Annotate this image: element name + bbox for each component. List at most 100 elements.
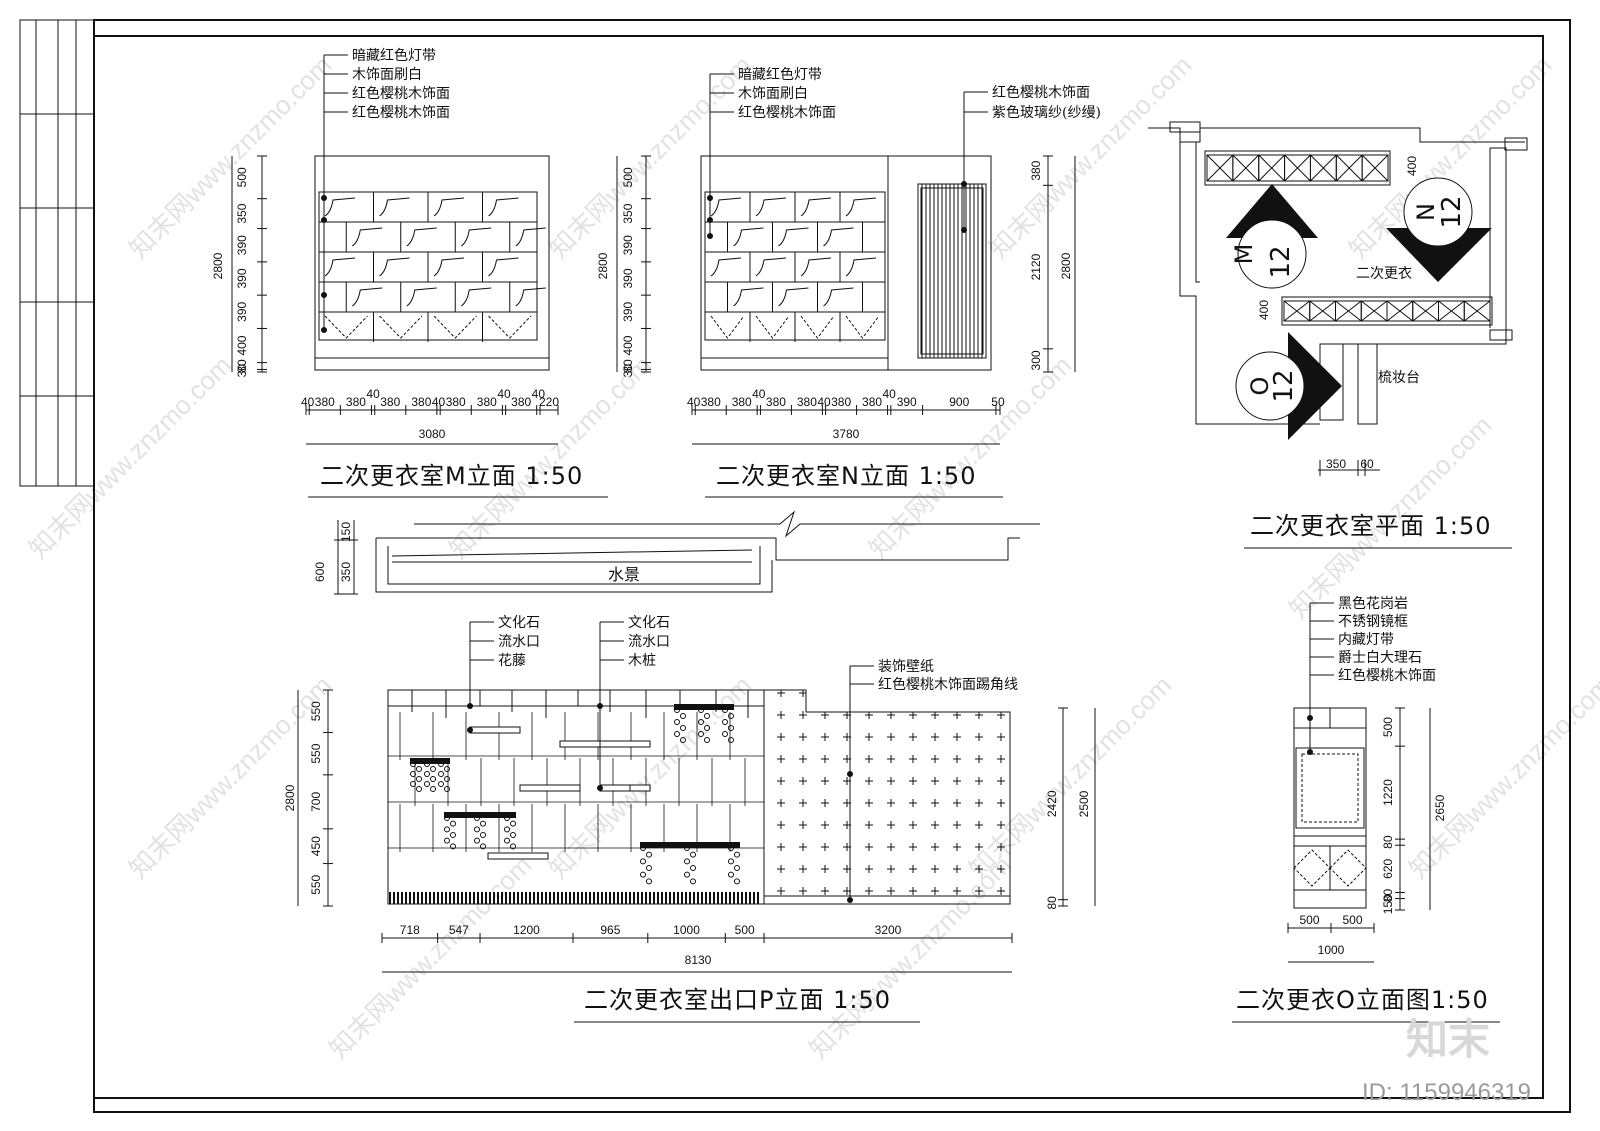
- marker-o-icon: O 12: [1235, 332, 1342, 440]
- plan-bottom-shelf: [1281, 296, 1493, 326]
- section-dim-1: 150: [339, 522, 353, 542]
- elev-m-label-2: 木饰面刷白: [352, 67, 422, 83]
- plan-title: 二次更衣室平面 1:50: [1250, 512, 1492, 540]
- elev-p-width-total: 8130: [685, 953, 712, 967]
- elev-p-leaders: [467, 621, 874, 903]
- elev-o-vanity: [1293, 707, 1367, 909]
- elev-o-width-total: 1000: [1318, 943, 1345, 957]
- elev-m-width-dim: 40: [301, 395, 315, 409]
- elev-o-label-4: 爵士白大理石: [1338, 650, 1422, 666]
- elev-n-width-dim: 380: [701, 395, 721, 409]
- plan-dim-1: 400: [1405, 156, 1419, 176]
- elev-m-height-dim: 80: [235, 359, 249, 373]
- section-dim-2: 350: [339, 562, 353, 582]
- elev-p-label-b2: 流水口: [628, 634, 670, 650]
- plan-dim-4: 60: [1360, 457, 1374, 471]
- elev-m-width-total: 3080: [419, 427, 446, 441]
- elevation-n: 暗藏红色灯带 木饰面刷白 红色樱桃木饰面 红色樱桃木饰面 紫色玻璃纱(纱缦) 2…: [596, 66, 1101, 498]
- elev-n-width-dim: 40: [817, 395, 831, 409]
- elev-p-height-total: 2800: [283, 784, 297, 811]
- plan-view: M 12 N 12 O 12 二次更衣 梳妆台 400 400 350 60 二…: [1148, 121, 1528, 549]
- elev-p-label-b1: 文化石: [628, 615, 670, 631]
- elevation-m: 暗藏红色灯带 木饰面刷白 红色樱桃木饰面 红色樱桃木饰面 2800 500350…: [211, 47, 608, 498]
- elev-n-cabinet: [700, 155, 992, 371]
- elev-p-width-dim: 1000: [673, 923, 700, 937]
- elev-p-right-dim: 2420: [1045, 790, 1059, 817]
- section-label: 水景: [608, 565, 640, 584]
- elev-m-label-4: 红色樱桃木饰面: [352, 104, 450, 121]
- elev-o-leaders: [1307, 602, 1334, 755]
- watermark-id: ID: 1159946319: [1362, 1079, 1531, 1106]
- elev-p-wallpaper-panel: [763, 689, 1011, 905]
- elev-p-label-a3: 花藤: [498, 653, 526, 669]
- elev-p-width-dim: 718: [400, 923, 420, 937]
- watermark-text: 知末网www.znzmo.com: [443, 350, 657, 564]
- elev-p-width-dim: 965: [600, 923, 620, 937]
- elev-n-label-3: 红色樱桃木饰面: [738, 104, 836, 121]
- elev-n-leaders: [707, 73, 988, 239]
- elev-n-width-dim: 390: [897, 395, 917, 409]
- elev-p-right-total: 2500: [1077, 790, 1091, 817]
- elev-n-width-dim: 380: [797, 395, 817, 409]
- plan-room-label: 二次更衣: [1356, 266, 1412, 282]
- elev-p-height-dim: 450: [309, 836, 323, 856]
- elev-m-width-dim: 380: [477, 395, 497, 409]
- elev-p-width-dim: 500: [735, 923, 755, 937]
- elev-m-width-dim: 40: [497, 387, 511, 401]
- elev-m-width-dim: 40: [432, 395, 446, 409]
- elev-n-width-total: 3780: [833, 427, 860, 441]
- marker-n-letter: N: [1412, 203, 1440, 221]
- watermark-text: 知末网www.znzmo.com: [863, 350, 1077, 564]
- elev-m-width-dim: 380: [315, 395, 335, 409]
- elev-n-right-dim: 300: [1029, 350, 1043, 370]
- elev-m-height-dim: 350: [235, 203, 249, 223]
- elev-o-height-dim: 150: [1381, 894, 1395, 914]
- elev-p-height-dim: 700: [309, 792, 323, 812]
- elev-p-label-a1: 文化石: [498, 615, 540, 631]
- elev-m-label-1: 暗藏红色灯带: [352, 47, 436, 64]
- elev-m-height-dim: 400: [235, 335, 249, 355]
- watermark-text: 知末网www.znzmo.com: [323, 850, 537, 1064]
- elev-p-height-dim: 550: [309, 701, 323, 721]
- elev-m-height-dim: 500: [235, 167, 249, 187]
- elev-n-width-dim: 380: [766, 395, 786, 409]
- elev-p-label-a2: 流水口: [498, 634, 540, 650]
- elev-n-width-dim: 380: [862, 395, 882, 409]
- elev-n-width-dim: 900: [949, 395, 969, 409]
- watermark-text: 知末网www.znzmo.com: [123, 50, 337, 264]
- elev-n-height-dim: 390: [621, 268, 635, 288]
- marker-m-letter: M: [1230, 244, 1258, 265]
- elev-p-stone-wall: [387, 689, 765, 905]
- elev-n-label-r2: 紫色玻璃纱(纱缦): [992, 104, 1101, 121]
- title-block-strip: [19, 19, 95, 487]
- elev-m-cabinet: [314, 155, 550, 371]
- elev-n-right-dim: 380: [1029, 160, 1043, 180]
- elev-n-right-total: 2800: [1059, 252, 1073, 279]
- elev-n-height-dim: 400: [621, 335, 635, 355]
- elev-n-title: 二次更衣室N立面 1:50: [716, 462, 976, 490]
- elev-o-label-2: 不锈钢镜框: [1338, 614, 1408, 630]
- watermark-layer: 知末网www.znzmo.com 知末网www.znzmo.com 知末网www.z…: [23, 50, 1600, 1064]
- section-dim-3: 600: [313, 562, 327, 582]
- elev-p-label-c2: 红色樱桃木饰面踢角线: [878, 676, 1018, 693]
- elev-o-label-5: 红色樱桃木饰面: [1338, 667, 1436, 684]
- elev-p-height-dim: 550: [309, 743, 323, 763]
- elev-m-height-total: 2800: [211, 252, 225, 279]
- elev-n-height-dim: 80: [621, 359, 635, 373]
- elev-m-width-dim: 380: [380, 395, 400, 409]
- elev-n-height-dim: 350: [621, 203, 635, 223]
- marker-o-num: 12: [1269, 369, 1299, 402]
- plan-dresser-label: 梳妆台: [1378, 370, 1420, 386]
- elev-o-mirror-icon: [1295, 747, 1365, 829]
- elev-o-label-3: 内藏灯带: [1338, 632, 1394, 648]
- elev-p-label-c1: 装饰壁纸: [878, 659, 934, 675]
- elev-n-width-dim: 40: [687, 395, 701, 409]
